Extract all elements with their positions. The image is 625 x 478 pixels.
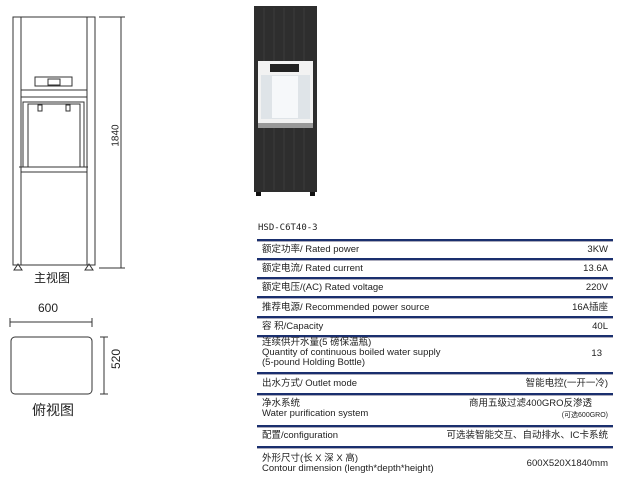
row-divider — [257, 335, 613, 338]
width-dimension: 600 — [38, 301, 59, 315]
height-dimension: 1840 — [110, 124, 122, 147]
spec-row-dimensions: 外形尺寸(长 X 深 X 高)Contour dimension (length… — [262, 453, 608, 474]
row-divider — [257, 296, 613, 299]
row-divider — [257, 393, 613, 396]
row-divider — [257, 372, 613, 375]
top-view-label: 俯视图 — [32, 402, 74, 418]
product-photo — [254, 6, 317, 196]
front-view-drawing — [12, 16, 125, 271]
depth-dimension: 520 — [109, 348, 124, 370]
row-divider — [257, 446, 613, 449]
model-number: HSD-C6T40-3 — [258, 223, 318, 233]
row-divider — [257, 425, 613, 428]
row-divider — [257, 316, 613, 319]
row-divider — [257, 277, 613, 280]
spec-row-boiled-water: 连续供开水量(5 磅保温瓶)Quantity of continuous boi… — [262, 337, 602, 368]
row-divider — [257, 258, 613, 261]
top-view-drawing — [9, 318, 108, 395]
row-divider — [257, 239, 613, 242]
front-view-label: 主视图 — [34, 271, 71, 285]
